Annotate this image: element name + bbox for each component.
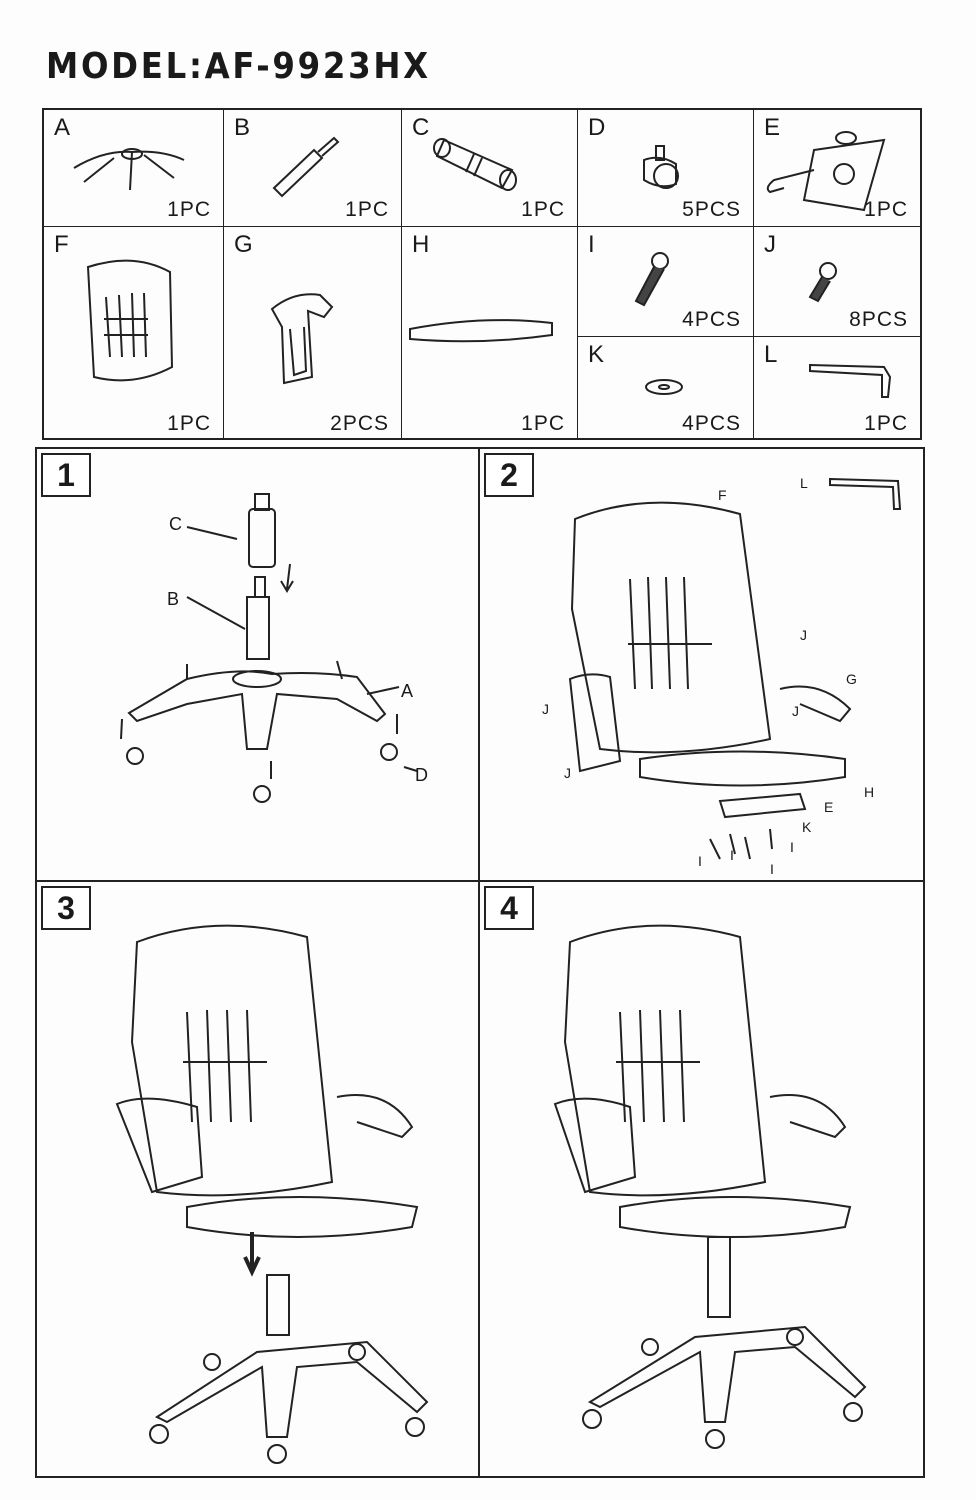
part-j: J 8PCS <box>754 227 920 337</box>
part-l: L 1PC <box>754 337 920 440</box>
callout-label: C <box>169 514 182 534</box>
step-4: 4 <box>480 882 925 1478</box>
washer-icon <box>645 379 683 395</box>
gas-lift-cover-icon <box>433 138 517 191</box>
callout-label: J <box>800 627 807 643</box>
callout-label: I <box>790 839 794 855</box>
callout-label: D <box>415 765 428 785</box>
part-g: G 2PCS <box>224 227 402 440</box>
mechanism-icon <box>766 131 886 212</box>
callout-label: H <box>864 784 875 800</box>
part-qty: 1PC <box>521 198 565 221</box>
part-h: H 1PC <box>402 227 578 440</box>
part-qty: 1PC <box>864 412 908 435</box>
part-c: C 1PC <box>402 110 578 227</box>
callout-label: J <box>542 701 549 717</box>
part-letter: F <box>54 231 69 258</box>
callout-label: J <box>564 765 571 781</box>
seat-icon <box>409 319 553 343</box>
part-i: I 4PCS <box>578 227 754 337</box>
step-number: 3 <box>41 886 91 930</box>
part-letter: B <box>234 114 251 141</box>
part-letter: K <box>588 341 605 368</box>
part-letter: G <box>234 231 253 258</box>
allen-key-icon <box>809 363 892 398</box>
step-number: 2 <box>484 453 534 497</box>
callout-label: B <box>167 589 180 609</box>
part-k: K 4PCS <box>578 337 754 440</box>
callout-label: G <box>846 671 857 687</box>
part-letter: H <box>412 231 430 258</box>
backrest-icon <box>86 259 174 382</box>
part-f: F 1PC <box>44 227 224 440</box>
step-number: 4 <box>484 886 534 930</box>
part-qty: 2PCS <box>330 412 389 435</box>
part-qty: 1PC <box>864 198 908 221</box>
callout-label: I <box>730 847 734 863</box>
callout-label: A <box>401 681 414 701</box>
callout-label: I <box>698 853 702 869</box>
star-base-icon <box>73 148 185 191</box>
base-assembly-drawing <box>120 493 418 803</box>
step-number: 1 <box>41 453 91 497</box>
part-a: A 1PC <box>44 110 224 227</box>
step-3: 3 <box>37 882 480 1478</box>
callout-label: E <box>824 799 834 815</box>
part-letter: E <box>764 114 781 141</box>
callout-label: L <box>800 475 808 491</box>
part-letter: C <box>412 114 430 141</box>
part-letter: L <box>764 341 778 368</box>
model-title: MODEL:AF-9923HX <box>46 46 431 87</box>
assembly-steps: 1 C B A D 2 <box>35 447 925 1478</box>
armrest-icon <box>270 293 334 385</box>
part-qty: 4PCS <box>682 412 741 435</box>
callout-label: I <box>770 861 774 877</box>
part-qty: 1PC <box>167 198 211 221</box>
completed-chair-drawing <box>553 924 867 1449</box>
part-qty: 1PC <box>167 412 211 435</box>
caster-icon <box>643 145 679 189</box>
attach-seat-drawing <box>115 924 429 1464</box>
part-letter: J <box>764 231 776 258</box>
part-qty: 8PCS <box>849 308 908 331</box>
parts-table: A 1PC B 1PC C 1PC D 5PCS E 1PC F 1PC <box>42 108 922 440</box>
part-b: B 1PC <box>224 110 402 227</box>
bolt-long-icon <box>634 252 669 307</box>
callout-label: F <box>718 487 727 503</box>
part-qty: 1PC <box>345 198 389 221</box>
part-qty: 4PCS <box>682 308 741 331</box>
callout-label: K <box>802 819 812 835</box>
part-letter: A <box>54 114 71 141</box>
part-d: D 5PCS <box>578 110 754 227</box>
part-letter: D <box>588 114 606 141</box>
bolt-short-icon <box>808 262 837 303</box>
part-qty: 5PCS <box>682 198 741 221</box>
part-e: E 1PC <box>754 110 920 227</box>
callout-label: J <box>792 703 799 719</box>
step-1: 1 C B A D <box>37 449 480 882</box>
gas-lift-icon <box>272 136 340 198</box>
part-letter: I <box>588 231 595 258</box>
step-2: 2 F L J G J J J H E K I I I I <box>480 449 925 882</box>
part-qty: 1PC <box>521 412 565 435</box>
seat-back-assembly-drawing <box>568 477 902 860</box>
